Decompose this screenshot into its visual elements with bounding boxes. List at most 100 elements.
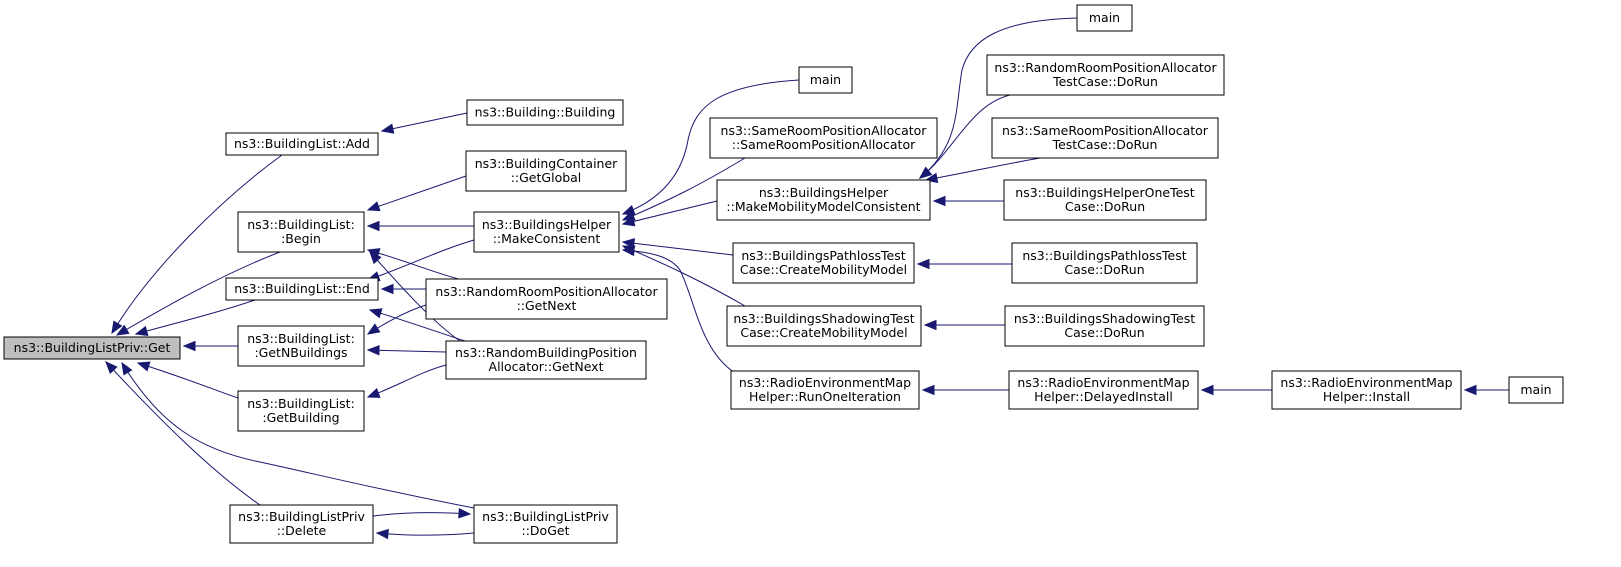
node-plcreate[interactable]: ns3::BuildingsPathlossTestCase::CreateMo… <box>732 242 915 284</box>
node-label: main <box>1520 382 1551 397</box>
arrowhead <box>111 320 123 335</box>
arrowhead <box>121 361 133 376</box>
edge-line <box>111 154 283 334</box>
arrowhead <box>621 245 635 257</box>
node-main2[interactable]: main <box>1076 4 1133 32</box>
edge-container-to-begin <box>366 175 467 212</box>
edge-makecons-to-end <box>366 239 475 282</box>
node-label: ::SameRoomPositionAllocator <box>732 137 916 152</box>
node-box <box>1003 179 1207 221</box>
node-getn[interactable]: ns3::BuildingList::GetNBuildings <box>237 325 365 367</box>
node-main3[interactable]: main <box>1508 376 1564 404</box>
node-box <box>709 117 938 159</box>
node-shcreate[interactable]: ns3::BuildingsShadowingTestCase::CreateM… <box>726 305 922 347</box>
node-root[interactable]: ns3::BuildingListPriv::Get <box>3 336 181 360</box>
edge-rrgetnext-to-getn <box>366 304 427 335</box>
node-label: Allocator::GetNext <box>489 359 604 374</box>
node-box <box>237 390 365 432</box>
arrowhead <box>366 323 381 335</box>
node-rbgetnext[interactable]: ns3::RandomBuildingPositionAllocator::Ge… <box>445 340 647 380</box>
node-box <box>732 242 915 284</box>
edge-doget-to-root <box>121 361 475 509</box>
node-label: ns3::BuildingList::Add <box>234 136 370 151</box>
node-begin[interactable]: ns3::BuildingList::Begin <box>237 211 365 253</box>
arrowhead <box>921 384 935 396</box>
arrowhead <box>366 201 381 212</box>
edge-building-to-add <box>380 112 468 134</box>
node-box <box>726 305 922 347</box>
edge-rbgetnext-to-getn <box>366 345 447 356</box>
node-label: ns3::RadioEnvironmentMap <box>1280 375 1452 390</box>
node-label: ns3::BuildingListPriv::Get <box>14 340 171 355</box>
edge-main3-to-reminstall <box>1463 384 1509 396</box>
edge-line <box>116 251 281 336</box>
node-label: ns3::BuildingList: <box>247 331 355 346</box>
arrowhead <box>366 345 380 356</box>
node-label: ::MakeConsistent <box>493 231 601 246</box>
node-label: :Begin <box>281 231 321 246</box>
arrowhead <box>458 508 472 519</box>
node-box <box>798 66 853 94</box>
edge-getn-to-root <box>182 340 238 352</box>
node-box <box>425 278 668 320</box>
edge-line <box>367 349 447 353</box>
edge-srtest-to-mmmc <box>924 157 1041 184</box>
arrowhead <box>134 325 149 337</box>
node-box <box>445 340 647 380</box>
node-end[interactable]: ns3::BuildingList::End <box>225 277 379 301</box>
arrowhead <box>105 361 118 374</box>
node-getb[interactable]: ns3::BuildingList::GetBuilding <box>237 390 365 432</box>
edge-line <box>622 200 718 225</box>
node-label: ns3::BuildingsShadowingTest <box>733 311 914 326</box>
edge-delete-to-root <box>105 361 261 506</box>
node-srtest[interactable]: ns3::SameRoomPositionAllocatorTestCase::… <box>991 117 1219 159</box>
node-add[interactable]: ns3::BuildingList::Add <box>225 132 379 156</box>
node-delete[interactable]: ns3::BuildingListPriv::Delete <box>229 504 374 544</box>
edge-remrun-to-makecons <box>621 245 736 374</box>
node-mmmc[interactable]: ns3::BuildingsHelper::MakeMobilityModelC… <box>716 179 931 221</box>
node-box <box>1076 4 1133 32</box>
node-label: ns3::BuildingList: <box>247 217 355 232</box>
node-label: ns3::RadioEnvironmentMap <box>1017 375 1189 390</box>
node-remdelayed[interactable]: ns3::RadioEnvironmentMapHelper::DelayedI… <box>1008 370 1199 410</box>
node-rrgetnext[interactable]: ns3::RandomRoomPositionAllocator::GetNex… <box>425 278 668 320</box>
edge-bhtest-to-mmmc <box>932 195 1004 207</box>
node-makecons[interactable]: ns3::BuildingsHelper::MakeConsistent <box>473 211 620 253</box>
arrowhead <box>115 324 130 336</box>
edge-rrgetnext-to-begin <box>366 248 464 281</box>
node-samector[interactable]: ns3::SameRoomPositionAllocator::SameRoom… <box>709 117 938 159</box>
edge-line <box>622 241 734 256</box>
node-box <box>991 117 1219 159</box>
node-remrun[interactable]: ns3::RadioEnvironmentMapHelper::RunOneIt… <box>730 370 920 410</box>
edge-makecons-to-begin <box>366 220 474 232</box>
edge-rbgetnext-to-end <box>368 308 466 342</box>
edge-rrgetnext-to-end <box>380 283 426 295</box>
arrowhead <box>621 205 636 215</box>
edge-delete-to-doget <box>372 508 472 519</box>
node-box <box>466 99 624 126</box>
node-label: ns3::RandomBuildingPosition <box>455 345 637 360</box>
arrowhead <box>368 308 383 319</box>
node-box <box>1508 376 1564 404</box>
node-label: Case::DoRun <box>1064 325 1144 340</box>
arrowhead <box>366 388 381 398</box>
edge-line <box>369 309 466 342</box>
arrowhead <box>621 216 636 227</box>
edge-line <box>919 17 1078 179</box>
arrowhead <box>923 319 937 331</box>
node-label: :GetNBuildings <box>254 345 347 360</box>
node-container[interactable]: ns3::BuildingContainer::GetGlobal <box>465 150 627 192</box>
edge-line <box>919 94 1011 179</box>
node-label: ns3::RandomRoomPositionAllocator <box>994 60 1217 75</box>
node-label: ::GetGlobal <box>511 170 582 185</box>
node-label: ns3::BuildingsPathlossTest <box>1022 248 1186 263</box>
node-label: Helper::DelayedInstall <box>1034 389 1173 404</box>
node-building[interactable]: ns3::Building::Building <box>466 99 624 126</box>
node-rrtest[interactable]: ns3::RandomRoomPositionAllocatorTestCase… <box>986 54 1225 96</box>
node-doget[interactable]: ns3::BuildingListPriv::DoGet <box>473 504 618 544</box>
node-main1[interactable]: main <box>798 66 853 94</box>
